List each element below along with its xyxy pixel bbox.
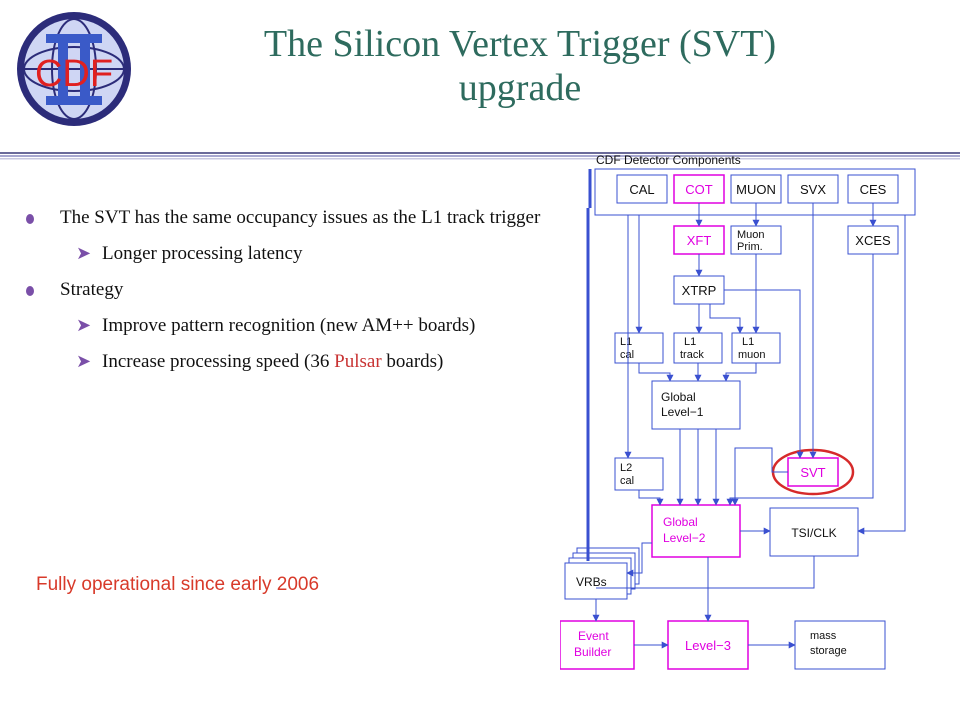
svg-text:Level−1: Level−1 <box>661 405 704 419</box>
diagram-connectors <box>586 169 906 649</box>
sub-bullet-item: ➤ Increase processing speed (36 Pulsar b… <box>20 350 560 374</box>
sub-bullet-item: ➤ Longer processing latency <box>20 242 560 266</box>
title-line1: The Silicon Vertex Trigger (SVT) <box>263 23 777 65</box>
svg-text:SVX: SVX <box>800 182 826 197</box>
sub-bullet-item: ➤ Improve pattern recognition (new AM++ … <box>20 314 560 338</box>
cdf-trigger-diagram: CDF Detector Components CAL COT MUON SVX… <box>560 153 916 670</box>
svg-text:CAL: CAL <box>629 182 654 197</box>
block-tsi-clk: TSI/CLK <box>769 507 859 557</box>
block-mass-storage: mass storage <box>794 620 886 670</box>
block-global-level-2: Global Level−2 <box>651 504 741 558</box>
svg-text:track: track <box>680 349 704 361</box>
svg-text:mass: mass <box>810 630 837 642</box>
bullet-item: The SVT has the same occupancy issues as… <box>20 206 560 230</box>
svg-text:Level−3: Level−3 <box>685 638 731 653</box>
svg-text:XTRP: XTRP <box>682 283 717 298</box>
block-xces: XCES <box>847 225 899 255</box>
sub-bullet-text: Improve pattern recognition (new AM++ bo… <box>102 315 476 336</box>
block-l1-cal: L1 cal <box>614 332 664 364</box>
cdf-logo: CDF <box>17 12 131 126</box>
bullet-item: Strategy <box>20 278 560 302</box>
svg-text:cal: cal <box>620 349 634 361</box>
svg-text:L1: L1 <box>742 336 754 348</box>
arrow-bullet-icon: ➤ <box>76 315 92 336</box>
block-xft: XFT <box>673 225 725 255</box>
block-event-builder: Event Builder <box>560 620 635 670</box>
svg-text:L1: L1 <box>684 336 696 348</box>
svg-text:Level−2: Level−2 <box>663 531 706 545</box>
svg-text:XCES: XCES <box>855 233 891 248</box>
slide-title: The Silicon Vertex Trigger (SVT) upgrade <box>150 22 890 110</box>
bullet-dot-icon <box>26 286 34 296</box>
svg-text:Global: Global <box>661 390 696 404</box>
sub-bullet-text-post: boards) <box>381 351 444 372</box>
sub-bullet-text-pre: Increase processing speed (36 <box>102 351 335 372</box>
arrow-bullet-icon: ➤ <box>76 351 92 372</box>
logo-letters: CDF <box>35 53 113 95</box>
svg-text:Global: Global <box>663 515 698 529</box>
svg-text:cal: cal <box>620 475 634 487</box>
svg-text:L1: L1 <box>620 336 632 348</box>
block-level-3: Level−3 <box>667 620 749 670</box>
svg-text:storage: storage <box>810 645 847 657</box>
bullet-text: The SVT has the same occupancy issues as… <box>60 207 541 228</box>
block-cal: CAL <box>616 174 668 204</box>
arrow-bullet-icon: ➤ <box>76 243 92 264</box>
block-global-level-1: Global Level−1 <box>651 380 741 430</box>
svg-text:MUON: MUON <box>736 182 776 197</box>
block-l1-muon: L1 muon <box>731 332 781 364</box>
sub-bullet-text: Longer processing latency <box>102 243 303 264</box>
title-divider <box>0 152 960 160</box>
block-svx: SVX <box>787 174 839 204</box>
svg-text:TSI/CLK: TSI/CLK <box>791 526 836 540</box>
svg-text:muon: muon <box>738 349 766 361</box>
title-line2: upgrade <box>458 67 582 109</box>
block-cot: COT <box>673 174 725 204</box>
block-ces: CES <box>847 174 899 204</box>
block-muon-prim: Muon Prim. <box>730 225 782 255</box>
pulsar-highlight: Pulsar <box>334 351 382 372</box>
svg-text:Builder: Builder <box>574 645 611 659</box>
block-l2-cal: L2 cal <box>614 457 664 491</box>
detector-components-box <box>594 168 916 216</box>
svg-text:CES: CES <box>860 182 887 197</box>
block-l1-track: L1 track <box>673 332 723 364</box>
bullet-dot-icon <box>26 214 34 224</box>
svg-text:Muon: Muon <box>737 229 765 241</box>
svg-text:L2: L2 <box>620 462 632 474</box>
block-xtrp: XTRP <box>673 275 725 305</box>
svg-text:XFT: XFT <box>687 233 712 248</box>
svg-text:Event: Event <box>578 629 609 643</box>
svg-text:VRBs: VRBs <box>576 575 607 589</box>
diagram-header: CDF Detector Components <box>596 153 741 167</box>
svg-text:Prim.: Prim. <box>737 241 763 253</box>
svg-text:COT: COT <box>685 182 713 197</box>
bullet-text: Strategy <box>60 279 124 300</box>
block-muon: MUON <box>730 174 782 204</box>
bullet-list: The SVT has the same occupancy issues as… <box>20 206 560 386</box>
block-svt: SVT <box>787 457 839 487</box>
svg-text:SVT: SVT <box>800 465 825 480</box>
status-note: Fully operational since early 2006 <box>36 574 320 595</box>
